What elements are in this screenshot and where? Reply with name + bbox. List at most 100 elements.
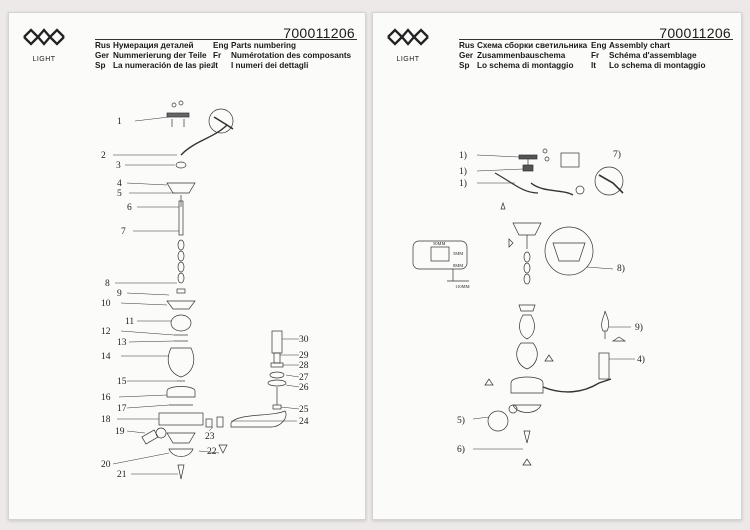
step-label: 1) [459, 178, 467, 189]
dimension-label: 110MM [455, 284, 470, 289]
part-number-label: 26 [299, 383, 309, 393]
finial-icon [177, 464, 185, 480]
part-number-label: 17 [117, 404, 127, 414]
part-number-label: 30 [299, 335, 309, 345]
part-number-label: 18 [101, 415, 111, 425]
title-text: Zusammenbauschema [477, 51, 566, 61]
part-number-label: 5 [117, 189, 122, 199]
arm-hub-icon [158, 412, 204, 426]
part-number-label: 8 [105, 279, 110, 289]
canopy-icon [166, 182, 196, 194]
chain-link-icon [177, 272, 185, 284]
step-label: 8) [617, 263, 625, 274]
part-number-label: 11 [125, 317, 134, 327]
lang-code: Sp [95, 61, 106, 71]
part-number-label: 14 [101, 352, 111, 362]
step-label: 1) [459, 166, 467, 177]
candle-bulb-icon [601, 310, 610, 332]
part-number-label: 7 [121, 227, 126, 237]
logo-mark-icon [387, 28, 429, 46]
switch-detail-magnifier-icon [487, 410, 509, 432]
title-text: Нумерация деталей [113, 41, 194, 50]
part-number-label: 12 [101, 327, 111, 337]
candle-sleeve-icon [271, 330, 283, 354]
lang-code: It [213, 61, 219, 71]
step-label: 1) [459, 150, 467, 161]
step-label: 4) [637, 354, 645, 365]
part-number-label: 20 [101, 460, 111, 470]
part-number-label: 28 [299, 361, 309, 371]
title-row: Sp La numeración de las piezas It I numeri… [95, 61, 351, 71]
part-number-label: 10 [101, 299, 111, 309]
header-divider [459, 39, 733, 40]
part-number-label: 4 [117, 179, 122, 189]
step-label: 5) [457, 415, 465, 426]
title-text: I numeri dei dettagli [231, 61, 309, 71]
lang-code: Fr [591, 51, 600, 61]
finial-icon [523, 430, 531, 444]
title-text: Schéma d'assemblage [609, 51, 697, 61]
dimension-label: 5MM [453, 251, 463, 256]
part-number-label: 24 [299, 417, 309, 427]
screw-icon [171, 102, 177, 108]
screw-icon [178, 100, 184, 106]
lang-code: It [591, 61, 597, 71]
article-number: 700011206 [659, 25, 731, 41]
part-number-label: 9 [117, 289, 122, 299]
step-label: 7) [613, 149, 621, 160]
lang-code: Ger [95, 51, 110, 61]
lang-code: Rus [95, 41, 111, 50]
logo-mark-icon [23, 28, 65, 46]
detail-magnifier-icon [208, 108, 234, 134]
lamp-arm-icon [542, 378, 612, 393]
logo-text: LIGHT [396, 56, 420, 63]
lang-code: Sp [459, 61, 470, 71]
article-number: 700011206 [283, 25, 355, 41]
title-text: Parts numbering [231, 41, 297, 50]
exploded-parts-drawing: 1 2 3 4 5 6 7 8 9 10 11 12 13 14 15 16 1… [101, 100, 309, 480]
mounting-bracket-icon [166, 112, 190, 118]
part-number-label: 15 [117, 377, 127, 387]
part-number-label: 19 [115, 427, 125, 437]
part-number-label: 23 [205, 432, 215, 442]
part-number-label: 25 [299, 405, 309, 415]
lamp-arm-icon [230, 410, 287, 428]
vase-body-icon [167, 347, 195, 378]
brand-logo: LIGHT [21, 27, 67, 63]
step-label: 9) [635, 322, 643, 333]
lang-code: Eng [213, 41, 229, 50]
part-number-label: 13 [117, 338, 127, 348]
title-text: Lo schema di montaggio [477, 61, 574, 71]
assembly-drawing: 1) 1) 1) 7) 8) 9) 4) 5) 6) 50MM 5MM 8MM … [412, 148, 645, 466]
lang-code: Rus [459, 41, 475, 50]
title-text: Assembly chart [609, 41, 670, 50]
lang-code: Fr [213, 51, 222, 61]
part-number-label: 22 [207, 447, 217, 457]
part-number-label: 1 [117, 117, 122, 127]
lang-code: Eng [591, 41, 607, 50]
canopy-icon [512, 222, 542, 236]
title-text: Схема сборки светильника [477, 41, 588, 50]
step-label: 6) [457, 444, 465, 455]
part-number-label: 29 [299, 351, 309, 361]
title-text: Numérotation des composants [231, 51, 352, 61]
part-number-label: 16 [101, 393, 111, 403]
part-number-label: 27 [299, 373, 309, 383]
brand-logo: LIGHT [385, 27, 431, 63]
title-text: La numeración de las piezas [113, 61, 213, 71]
part-number-label: 3 [116, 161, 121, 171]
dimension-label: 50MM [433, 241, 446, 246]
vase-body-icon [516, 342, 538, 370]
title-text: Nummerierung der Teile [113, 51, 207, 61]
wire-detail-magnifier-icon [594, 166, 624, 196]
lang-code: Ger [459, 51, 474, 61]
logo-text: LIGHT [32, 56, 56, 63]
bracket-detail-icon [560, 152, 580, 168]
